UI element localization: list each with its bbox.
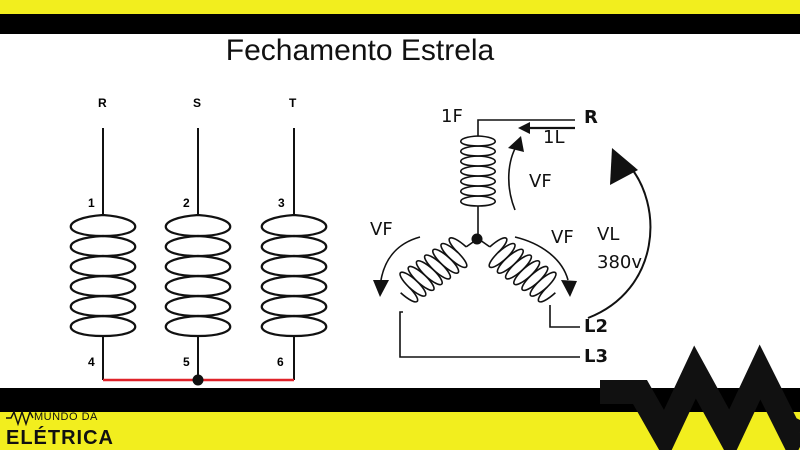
line-voltage-value: 380v	[597, 252, 643, 273]
phase-voltage-label-left: VF	[370, 219, 393, 240]
terminal-2: 2	[183, 196, 190, 210]
coil-1	[69, 213, 137, 338]
brand-line-2: ELÉTRICA	[6, 427, 114, 449]
coil-label: 1F	[441, 106, 463, 127]
left-windings	[69, 128, 328, 386]
page-title: Fechamento Estrela	[225, 34, 495, 67]
line-label-l2: L2	[584, 316, 608, 337]
brand-line-1: MUNDO DA	[34, 411, 98, 423]
coil-3	[260, 213, 328, 338]
phase-voltage-label-right: VF	[551, 227, 574, 248]
logo-wave-icon	[6, 409, 34, 427]
terminal-6: 6	[277, 355, 284, 369]
zigzag-logo	[600, 344, 800, 450]
line-label-r: R	[584, 107, 598, 128]
line-voltage-label: VL	[597, 224, 620, 245]
coil-2	[164, 213, 232, 338]
right-star	[380, 119, 652, 358]
star-center-node	[471, 233, 483, 245]
top-black-bar	[0, 14, 800, 34]
top-yellow-band	[0, 0, 800, 14]
terminal-3: 3	[278, 196, 285, 210]
line-current-label: 1L	[543, 127, 565, 148]
terminal-4: 4	[88, 355, 95, 369]
phase-voltage-label-top: VF	[529, 171, 552, 192]
line-label-l3: L3	[584, 346, 608, 367]
terminal-1: 1	[88, 196, 95, 210]
arrowheads	[373, 122, 638, 297]
terminal-5: 5	[183, 355, 190, 369]
phase-label-r: R	[98, 96, 107, 110]
phase-label-t: T	[289, 96, 297, 110]
neutral-node	[192, 374, 204, 386]
phase-label-s: S	[193, 96, 202, 110]
